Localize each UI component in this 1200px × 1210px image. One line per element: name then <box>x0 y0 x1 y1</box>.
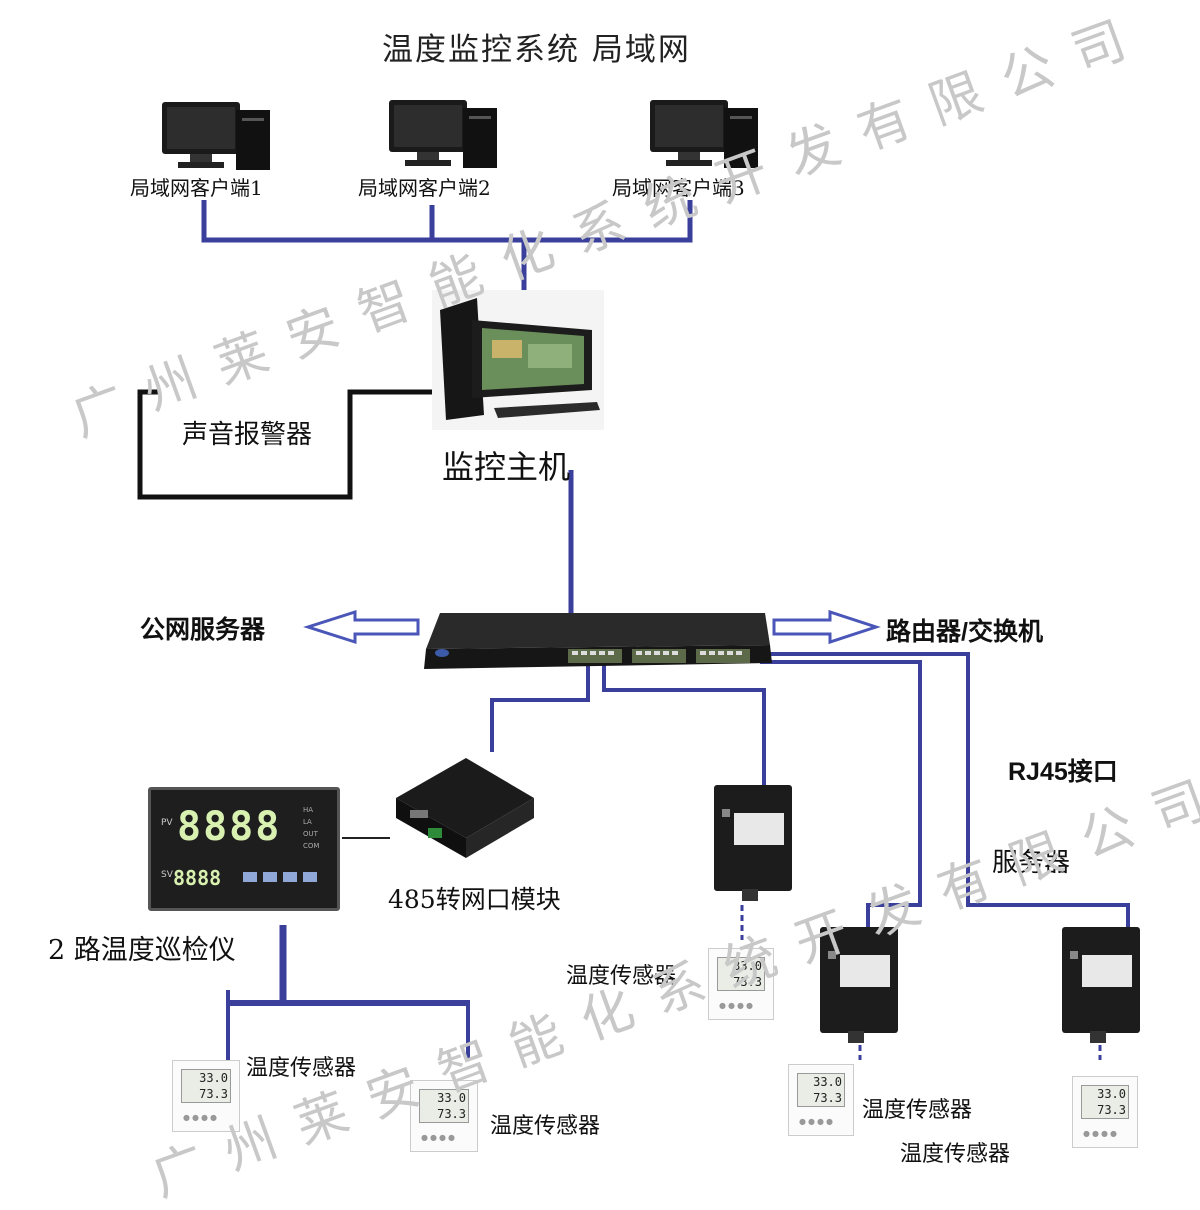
led-list: HA LA OUT COM <box>303 806 320 850</box>
pv-display: 8888 <box>177 804 282 850</box>
lan-client-1-label: 局域网客户端1 <box>130 176 263 200</box>
transmitter-box-icon <box>1062 927 1140 1043</box>
public-server-label: 公网服务器 <box>140 616 266 644</box>
desktop-pc-icon <box>162 102 270 170</box>
alarm-label: 声音报警器 <box>182 420 313 450</box>
key-button <box>283 872 297 882</box>
arrow-right-router <box>772 609 881 645</box>
lan-client-3-label: 局域网客户端3 <box>612 176 745 200</box>
host-label: 监控主机 <box>442 448 571 486</box>
sensor-label: 温度传感器 <box>246 1056 357 1081</box>
desktop-pc-icon <box>650 100 758 168</box>
inspector-label: 2 路温度巡检仪 <box>48 935 236 966</box>
sensor-label: 温度传感器 <box>566 964 677 989</box>
converter-module-icon <box>396 758 534 858</box>
module-label: 485转网口模块 <box>388 885 561 914</box>
transmitter-box-icon <box>820 927 898 1043</box>
transmitter-box-icon <box>714 785 792 901</box>
lan-bus-line <box>201 200 693 243</box>
sensor-label: 温度传感器 <box>862 1098 973 1123</box>
pv-tag: PV <box>161 818 173 828</box>
lan-client-2-label: 局域网客户端2 <box>358 176 491 200</box>
key-button <box>263 872 277 882</box>
alarm-line <box>137 389 440 500</box>
switch-to-transmitter2-line <box>760 660 922 930</box>
sensor-label: 温度传感器 <box>900 1142 1011 1167</box>
monitor-host-icon <box>432 290 604 430</box>
diagram-title: 温度监控系统 局域网 <box>382 32 691 68</box>
router-label: 路由器/交换机 <box>886 618 1043 646</box>
switch-to-transmitter3-line <box>760 652 1130 930</box>
arrow-left-public <box>303 609 420 645</box>
controller-display-icon: PV SV 8888 8888 HA LA OUT COM <box>148 787 340 911</box>
switch-to-module-line <box>490 665 590 752</box>
key-button <box>303 872 317 882</box>
desktop-pc-icon <box>389 100 497 168</box>
switch-to-transmitter1-line <box>602 665 766 790</box>
sv-tag: SV <box>161 870 173 880</box>
key-button <box>243 872 257 882</box>
rj45-label: RJ45接口 <box>1008 758 1118 786</box>
sensor-label: 温度传感器 <box>490 1114 601 1139</box>
sv-display: 8888 <box>173 866 222 890</box>
server-label: 服务器 <box>992 848 1071 878</box>
network-switch-icon <box>424 613 772 669</box>
